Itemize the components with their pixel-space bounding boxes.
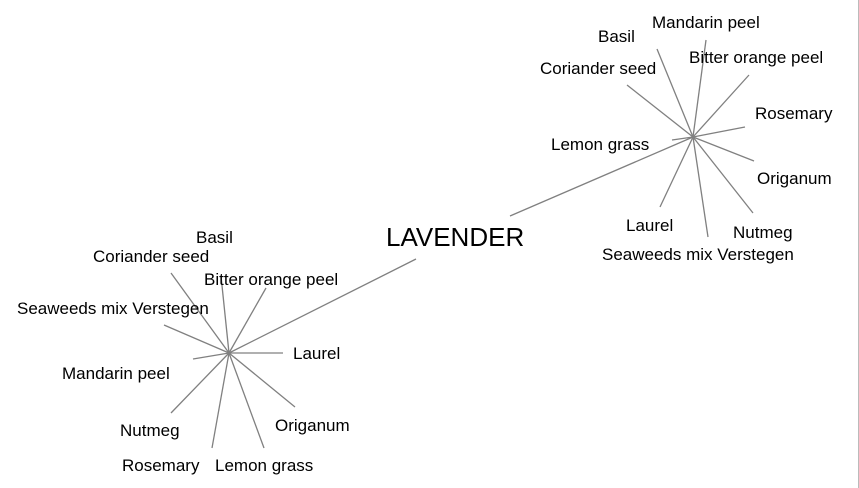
node-label-left: Bitter orange peel [204, 270, 338, 289]
node-label-right: Origanum [757, 169, 832, 188]
node-label-right: Lemon grass [551, 135, 649, 154]
node-label-left: Rosemary [122, 456, 200, 475]
edge-left-3 [163, 324, 230, 354]
edge-left-0 [220, 275, 230, 354]
node-label-right: Nutmeg [733, 223, 793, 242]
edge-left-7 [170, 352, 230, 414]
node-label-left: Coriander seed [93, 247, 209, 266]
edge-right-5 [671, 136, 694, 141]
edge-right-1 [656, 48, 694, 138]
node-label-left: Seaweeds mix Verstegen [17, 299, 209, 318]
node-label-right: Coriander seed [540, 59, 656, 78]
edge-right-4 [692, 126, 746, 138]
node-label-right: Laurel [626, 216, 673, 235]
center-link-edge-left [228, 258, 417, 354]
node-label-right: Basil [598, 27, 635, 46]
edge-left-8 [211, 352, 230, 449]
node-label-left: Lemon grass [215, 456, 313, 475]
node-label-left: Basil [196, 228, 233, 247]
node-label-left: Mandarin peel [62, 364, 170, 383]
edge-left-9 [228, 352, 265, 449]
node-label-left: Laurel [293, 344, 340, 363]
edge-right-6 [692, 136, 755, 162]
edge-left-1 [170, 272, 230, 354]
center-link-edge-right [509, 136, 694, 217]
edge-right-0 [692, 39, 707, 138]
edge-left-6 [228, 352, 296, 408]
edge-right-8 [692, 136, 754, 214]
edge-left-2 [228, 287, 267, 354]
node-label-right: Bitter orange peel [689, 48, 823, 67]
center-node-label: LAVENDER [386, 222, 524, 252]
node-label-right: Seaweeds mix Verstegen [602, 245, 794, 264]
node-label-right: Rosemary [755, 104, 833, 123]
edge-right-9 [692, 136, 709, 238]
node-label-left: Origanum [275, 416, 350, 435]
edge-right-3 [626, 84, 694, 138]
edge-right-2 [692, 74, 750, 138]
edge-right-7 [659, 136, 694, 208]
edge-left-5 [192, 352, 230, 360]
node-label-right: Mandarin peel [652, 13, 760, 32]
node-label-left: Nutmeg [120, 421, 180, 440]
